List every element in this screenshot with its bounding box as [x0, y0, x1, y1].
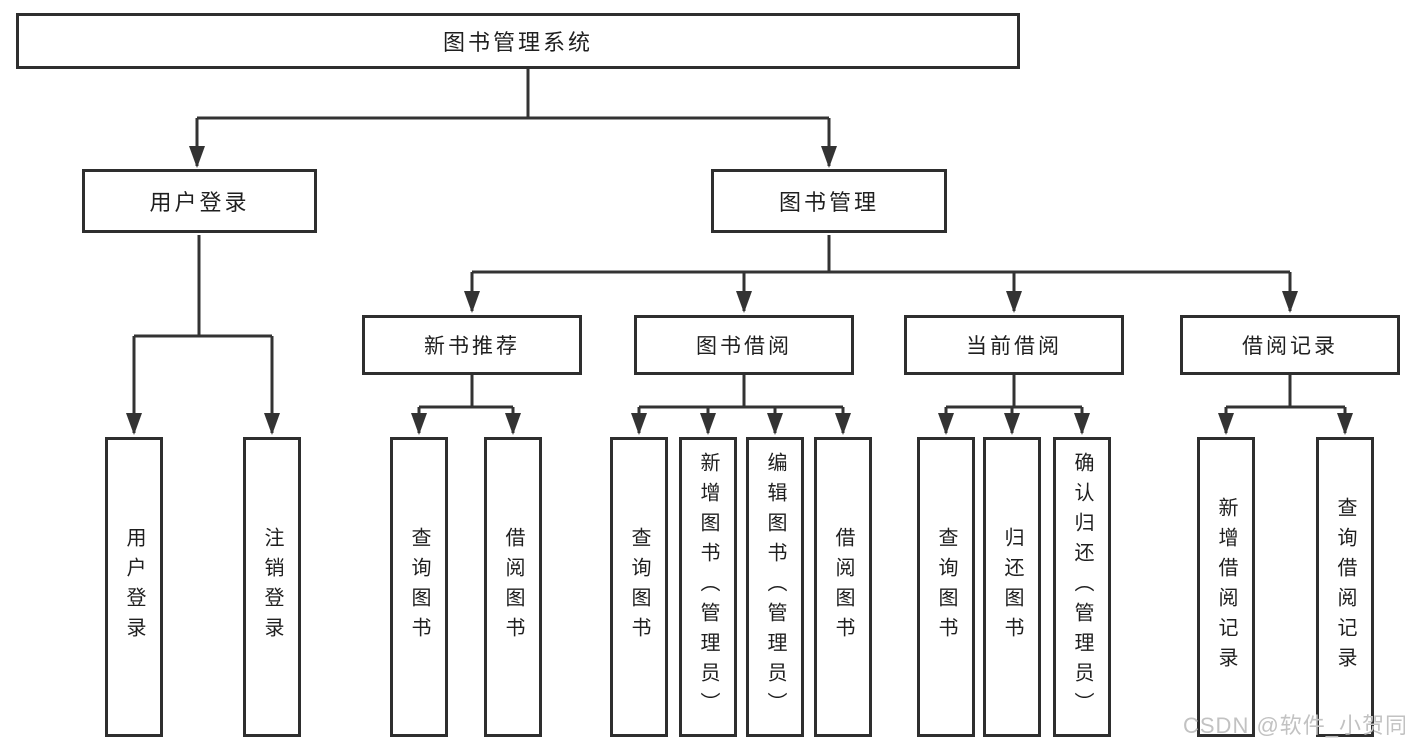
node-book-borrowing: 图书借阅: [634, 315, 854, 375]
node-new-book-recommendation: 新书推荐: [362, 315, 582, 375]
arrowheads: [126, 146, 1353, 435]
leaf-query-borrow-record-label: 查询借阅记录: [1334, 497, 1356, 677]
leaf-add-borrow-record-label: 新增借阅记录: [1215, 497, 1237, 677]
leaf-query-borrow-record: 查询借阅记录: [1316, 437, 1374, 737]
node-user-login: 用户登录: [82, 169, 317, 233]
leaf-return-book-label: 归还图书: [1001, 527, 1023, 647]
leaf-query-books-recommend: 查询图书: [390, 437, 448, 737]
leaf-confirm-return-admin-label: 确认归还（管理员）: [1071, 452, 1093, 722]
leaf-add-book-admin-label: 新增图书（管理员）: [697, 452, 719, 722]
leaf-edit-book-admin-label: 编辑图书（管理员）: [764, 452, 786, 722]
leaf-query-books-borrowing: 查询图书: [610, 437, 668, 737]
leaf-return-book: 归还图书: [983, 437, 1041, 737]
leaf-user-login: 用户登录: [105, 437, 163, 737]
node-borrowing-records: 借阅记录: [1180, 315, 1400, 375]
leaf-query-books-current: 查询图书: [917, 437, 975, 737]
leaf-borrow-books-borrowing-label: 借阅图书: [832, 527, 854, 647]
tree-edges: [132, 69, 1347, 433]
leaf-logout-login-label: 注销登录: [261, 527, 283, 647]
leaf-add-borrow-record: 新增借阅记录: [1197, 437, 1255, 737]
leaf-query-books-recommend-label: 查询图书: [408, 527, 430, 647]
csdn-watermark: CSDN @软件_小贺同学: [1183, 713, 1405, 738]
node-current-borrowing: 当前借阅: [904, 315, 1124, 375]
leaf-borrow-books-recommend: 借阅图书: [484, 437, 542, 737]
node-book-management: 图书管理: [711, 169, 947, 233]
leaf-add-book-admin: 新增图书（管理员）: [679, 437, 737, 737]
leaf-query-books-current-label: 查询图书: [935, 527, 957, 647]
leaf-borrow-books-borrowing: 借阅图书: [814, 437, 872, 737]
leaf-edit-book-admin: 编辑图书（管理员）: [746, 437, 804, 737]
leaf-borrow-books-recommend-label: 借阅图书: [502, 527, 524, 647]
leaf-query-books-borrowing-label: 查询图书: [628, 527, 650, 647]
leaf-confirm-return-admin: 确认归还（管理员）: [1053, 437, 1111, 737]
leaf-user-login-label: 用户登录: [123, 527, 145, 647]
node-root: 图书管理系统: [16, 13, 1020, 69]
leaf-logout-login: 注销登录: [243, 437, 301, 737]
